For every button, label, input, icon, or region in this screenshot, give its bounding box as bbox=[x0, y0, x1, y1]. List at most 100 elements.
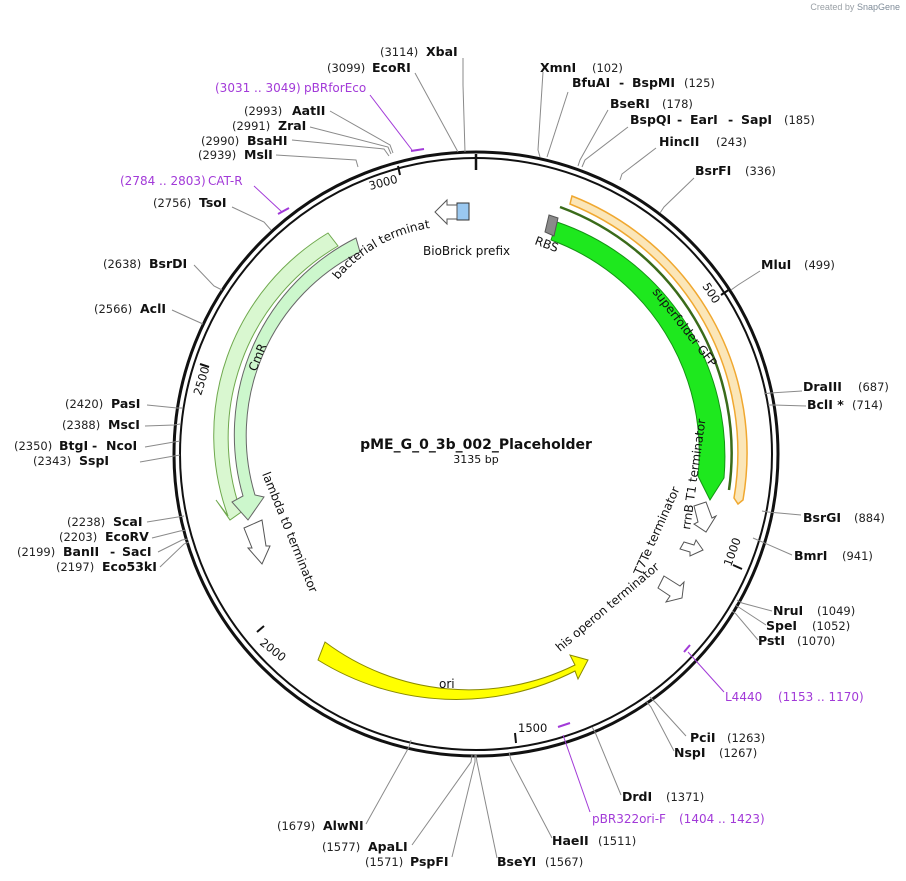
enzyme-pos-btgi: (2350) bbox=[14, 439, 52, 453]
primer-markers bbox=[253, 94, 725, 813]
leader-mlui bbox=[730, 270, 761, 291]
feature-label-lambda-t0-terminator: lambda t0 terminator bbox=[259, 470, 320, 595]
enzyme-pos-pasi: (2420) bbox=[65, 397, 103, 411]
tick-label-2500: 2500 bbox=[190, 365, 212, 397]
enzyme-name-tsoi: TsoI bbox=[199, 195, 227, 210]
leader-msci bbox=[144, 423, 181, 427]
feature-label-biobrick-prefix: BioBrick prefix bbox=[423, 244, 510, 258]
leader-sspi bbox=[139, 454, 181, 463]
enzyme-name-bmri: BmrI bbox=[794, 548, 827, 563]
leader-bseyi bbox=[475, 754, 498, 859]
enzyme-pos-draiii: (687) bbox=[858, 380, 889, 394]
enzyme-pos-sspi: (2343) bbox=[33, 454, 71, 468]
enzyme-name-psti: PstI bbox=[758, 633, 785, 648]
enzyme-name-alwni: AlwNI bbox=[323, 818, 364, 833]
primer-mark-pbr322ori-f bbox=[557, 722, 571, 728]
enzyme-name-ncoi: NcoI bbox=[106, 438, 137, 453]
leader-msli bbox=[275, 154, 359, 168]
enzyme-pos-pcii: (1263) bbox=[727, 731, 765, 745]
enzyme-pos-bfuai: (125) bbox=[684, 76, 715, 90]
superfolder-gfp-arrow bbox=[550, 221, 726, 502]
enzyme-name-bsrgi: BsrGI bbox=[803, 510, 841, 525]
leader-pcii bbox=[649, 696, 687, 737]
tick-mark-2500 bbox=[199, 363, 210, 368]
enzyme-pos-nspi: (1267) bbox=[719, 746, 757, 760]
enzyme-pos-acli: (2566) bbox=[94, 302, 132, 316]
plasmid-length: 3135 bp bbox=[453, 453, 498, 466]
enzyme-pos-msli: (2939) bbox=[198, 148, 236, 162]
leader-zrai bbox=[309, 126, 392, 155]
enzyme-pos-bspqi: (185) bbox=[784, 113, 815, 127]
tick-label-1000: 1000 bbox=[721, 536, 744, 568]
leader-drdi bbox=[591, 726, 622, 796]
leader-pasi bbox=[146, 404, 182, 409]
enzyme-pos-ecorv: (2203) bbox=[59, 530, 97, 544]
enzyme-name-bsrdi: BsrDI bbox=[149, 256, 187, 271]
plasmid-name: pME_G_0_3b_002_Placeholder bbox=[360, 437, 592, 453]
leader-scai bbox=[146, 515, 185, 523]
enzyme-name-msci: MscI bbox=[108, 417, 140, 432]
scale-ticks: 500 1000 1500 2000 2500 3000 bbox=[190, 165, 744, 744]
enzyme-name-xbai: XbaI bbox=[426, 44, 458, 59]
enzyme-pos-eco53ki: (2197) bbox=[56, 560, 94, 574]
primer-mark-cat-r bbox=[277, 207, 290, 215]
enzyme-sep-bfuai-bspmi: - bbox=[619, 75, 624, 90]
leader-bsahi bbox=[291, 139, 390, 157]
enzyme-pos-drdi: (1371) bbox=[666, 790, 704, 804]
lambda-terminator-arrow bbox=[243, 519, 271, 565]
enzyme-name-nrui: NruI bbox=[773, 603, 803, 618]
primer-leader-l4440 bbox=[687, 651, 725, 693]
feature-label-ori: ori bbox=[439, 677, 455, 691]
tick-label-3000: 3000 bbox=[367, 172, 399, 193]
leader-bfuai bbox=[546, 91, 569, 158]
primer-name-pbrforeco: pBRforEco bbox=[304, 81, 366, 95]
cmr-outline bbox=[213, 232, 339, 521]
enzyme-sep-btgi-ncoi: - bbox=[92, 438, 97, 453]
enzyme-name-spei: SpeI bbox=[766, 618, 797, 633]
enzyme-pos-mlui: (499) bbox=[804, 258, 835, 272]
primer-mark-pbrforeco bbox=[410, 148, 425, 152]
bacterial-terminator-arrow bbox=[434, 198, 458, 226]
tick-mark-2000 bbox=[256, 625, 265, 633]
feature-label-cmr: CmR bbox=[246, 342, 270, 374]
enzyme-pos-alwni: (1679) bbox=[277, 819, 315, 833]
enzyme-name-aatii: AatII bbox=[292, 103, 325, 118]
enzyme-sep-eari-sapi: - bbox=[728, 112, 733, 127]
tick-label-1500: 1500 bbox=[518, 721, 547, 735]
enzyme-name-pasi: PasI bbox=[111, 396, 140, 411]
primer-range-cat-r: (2784 .. 2803) bbox=[120, 174, 206, 188]
enzyme-pos-tsoi: (2756) bbox=[153, 196, 191, 210]
feature-label-his-operon-terminator: his operon terminator bbox=[553, 560, 662, 655]
snapgene-credit: Created by SnapGene bbox=[810, 2, 900, 12]
enzyme-name-sapi: SapI bbox=[741, 112, 772, 127]
his-terminator-arrow bbox=[657, 575, 685, 603]
enzyme-labels-left: (3114) XbaI (3099) EcoRI (2993) AatII (2… bbox=[14, 44, 458, 574]
enzyme-name-ecorv: EcoRV bbox=[105, 529, 149, 544]
enzyme-pos-haeii: (1511) bbox=[598, 834, 636, 848]
enzyme-name-haeii: HaeII bbox=[552, 833, 589, 848]
biobrick-prefix-box bbox=[456, 202, 470, 221]
enzyme-name-bfuai: BfuAI bbox=[572, 75, 610, 90]
enzyme-pos-bsahi: (2990) bbox=[201, 134, 239, 148]
leader-banii bbox=[157, 538, 189, 553]
credit-brand: SnapGene bbox=[856, 2, 900, 12]
leader-pspfi bbox=[451, 755, 476, 858]
rrnb-terminator-arrow bbox=[693, 501, 718, 533]
leader-bseri bbox=[577, 109, 609, 167]
enzyme-pos-xbai: (3114) bbox=[380, 45, 418, 59]
leader-xmni bbox=[537, 71, 544, 158]
enzyme-name-xmni: XmnI bbox=[540, 60, 576, 75]
enzyme-name-zrai: ZraI bbox=[278, 118, 306, 133]
enzyme-name-bsahi: BsaHI bbox=[247, 133, 288, 148]
leader-xbai bbox=[462, 58, 466, 153]
leader-alwni bbox=[365, 739, 412, 825]
enzyme-pos-pspfi: (1571) bbox=[365, 855, 403, 869]
primer-name-l4440: L4440 bbox=[725, 690, 762, 704]
enzyme-pos-apali: (1577) bbox=[322, 840, 360, 854]
enzyme-pos-bsrgi: (884) bbox=[854, 511, 885, 525]
t7te-terminator-arrow bbox=[679, 538, 704, 557]
enzyme-pos-aatii: (2993) bbox=[244, 104, 282, 118]
leader-ecori bbox=[414, 72, 459, 153]
enzyme-leader-lines bbox=[139, 58, 807, 859]
